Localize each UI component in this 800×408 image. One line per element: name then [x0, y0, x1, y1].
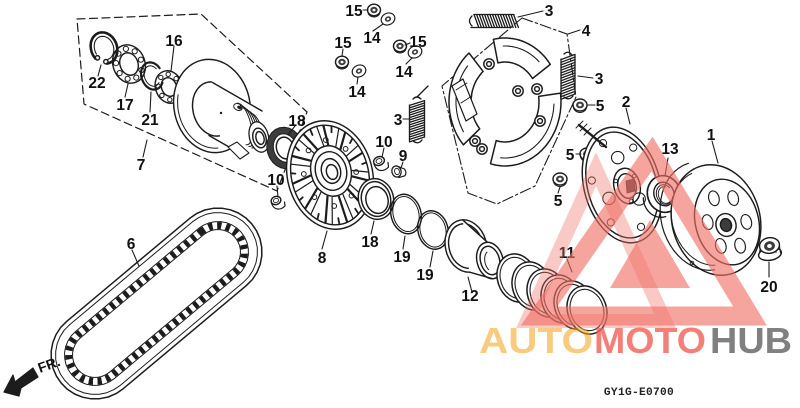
svg-text:5: 5 — [566, 147, 575, 164]
svg-text:12: 12 — [461, 288, 478, 305]
svg-text:17: 17 — [116, 97, 133, 114]
svg-text:HUB: HUB — [710, 320, 792, 361]
svg-text:5: 5 — [554, 193, 563, 210]
svg-text:18: 18 — [288, 113, 306, 130]
svg-text:6: 6 — [127, 236, 136, 253]
svg-text:20: 20 — [760, 279, 777, 296]
svg-text:4: 4 — [582, 23, 591, 40]
svg-text:13: 13 — [661, 141, 679, 158]
svg-text:2: 2 — [622, 94, 631, 111]
svg-text:19: 19 — [393, 249, 411, 266]
svg-text:3: 3 — [595, 71, 604, 88]
svg-text:1: 1 — [707, 127, 716, 144]
svg-text:22: 22 — [88, 75, 105, 92]
svg-text:14: 14 — [395, 64, 413, 81]
svg-text:10: 10 — [267, 172, 284, 189]
svg-text:14: 14 — [348, 84, 366, 101]
svg-text:AUTO: AUTO — [479, 320, 593, 361]
svg-text:3: 3 — [545, 3, 554, 20]
svg-text:18: 18 — [361, 234, 379, 251]
svg-text:8: 8 — [318, 250, 327, 267]
svg-text:21: 21 — [141, 112, 159, 129]
svg-text:7: 7 — [137, 157, 146, 174]
svg-text:FR.: FR. — [36, 353, 63, 376]
svg-text:15: 15 — [345, 3, 363, 20]
svg-text:3: 3 — [394, 112, 403, 129]
svg-text:15: 15 — [409, 34, 427, 51]
svg-text:5: 5 — [596, 98, 605, 115]
svg-text:GY1G-E0700: GY1G-E0700 — [604, 387, 674, 399]
svg-text:15: 15 — [334, 35, 352, 52]
svg-text:14: 14 — [363, 30, 381, 47]
svg-text:MOTO: MOTO — [594, 320, 706, 361]
svg-text:10: 10 — [375, 134, 392, 151]
svg-text:9: 9 — [399, 148, 408, 165]
svg-text:19: 19 — [416, 267, 434, 284]
svg-text:16: 16 — [165, 33, 183, 50]
